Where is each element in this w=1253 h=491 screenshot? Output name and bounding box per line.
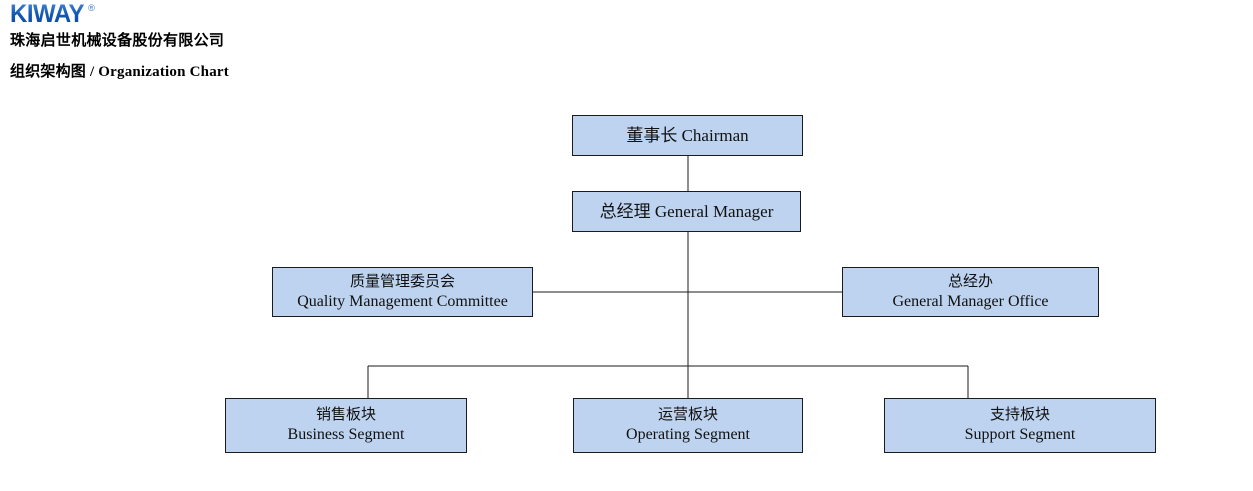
org-node-qmc-label-cn: 质量管理委员会 [349, 273, 455, 290]
org-node-business-label-cn: 销售板块 [315, 407, 376, 423]
org-node-support-segment[interactable]: 支持板块 Support Segment [884, 398, 1156, 453]
brand-logo: KIWAY ® [10, 2, 610, 28]
company-name: 珠海启世机械设备股份有限公司 [10, 33, 225, 49]
org-node-support-label-en: Support Segment [964, 426, 1076, 443]
org-node-chairman[interactable]: 董事长 Chairman [572, 115, 803, 156]
page-title: 组织架构图 / Organization Chart [10, 64, 229, 80]
org-node-general-manager-office[interactable]: 总经办 General Manager Office [842, 267, 1099, 317]
org-node-business-label-en: Business Segment [287, 426, 405, 443]
page-header: KIWAY ® [10, 2, 610, 28]
org-node-qmc-label-en: Quality Management Committee [297, 292, 508, 310]
org-node-gmo-label-en: General Manager Office [892, 292, 1049, 310]
org-node-operating-segment[interactable]: 运营板块 Operating Segment [573, 398, 803, 453]
org-node-quality-management-committee[interactable]: 质量管理委员会 Quality Management Committee [272, 267, 533, 317]
org-node-general-manager[interactable]: 总经理 General Manager [572, 191, 801, 232]
org-node-gmo-label-cn: 总经办 [947, 273, 993, 290]
org-node-business-segment[interactable]: 销售板块 Business Segment [225, 398, 467, 453]
org-node-operating-label-cn: 运营板块 [657, 407, 718, 423]
org-node-operating-label-en: Operating Segment [626, 426, 750, 443]
org-node-support-label-cn: 支持板块 [989, 407, 1050, 423]
org-node-chairman-label: 董事长 Chairman [626, 125, 749, 145]
registered-trademark-icon: ® [88, 3, 95, 13]
org-node-general-manager-label: 总经理 General Manager [599, 201, 774, 221]
kiway-wordmark: KIWAY [10, 0, 85, 28]
